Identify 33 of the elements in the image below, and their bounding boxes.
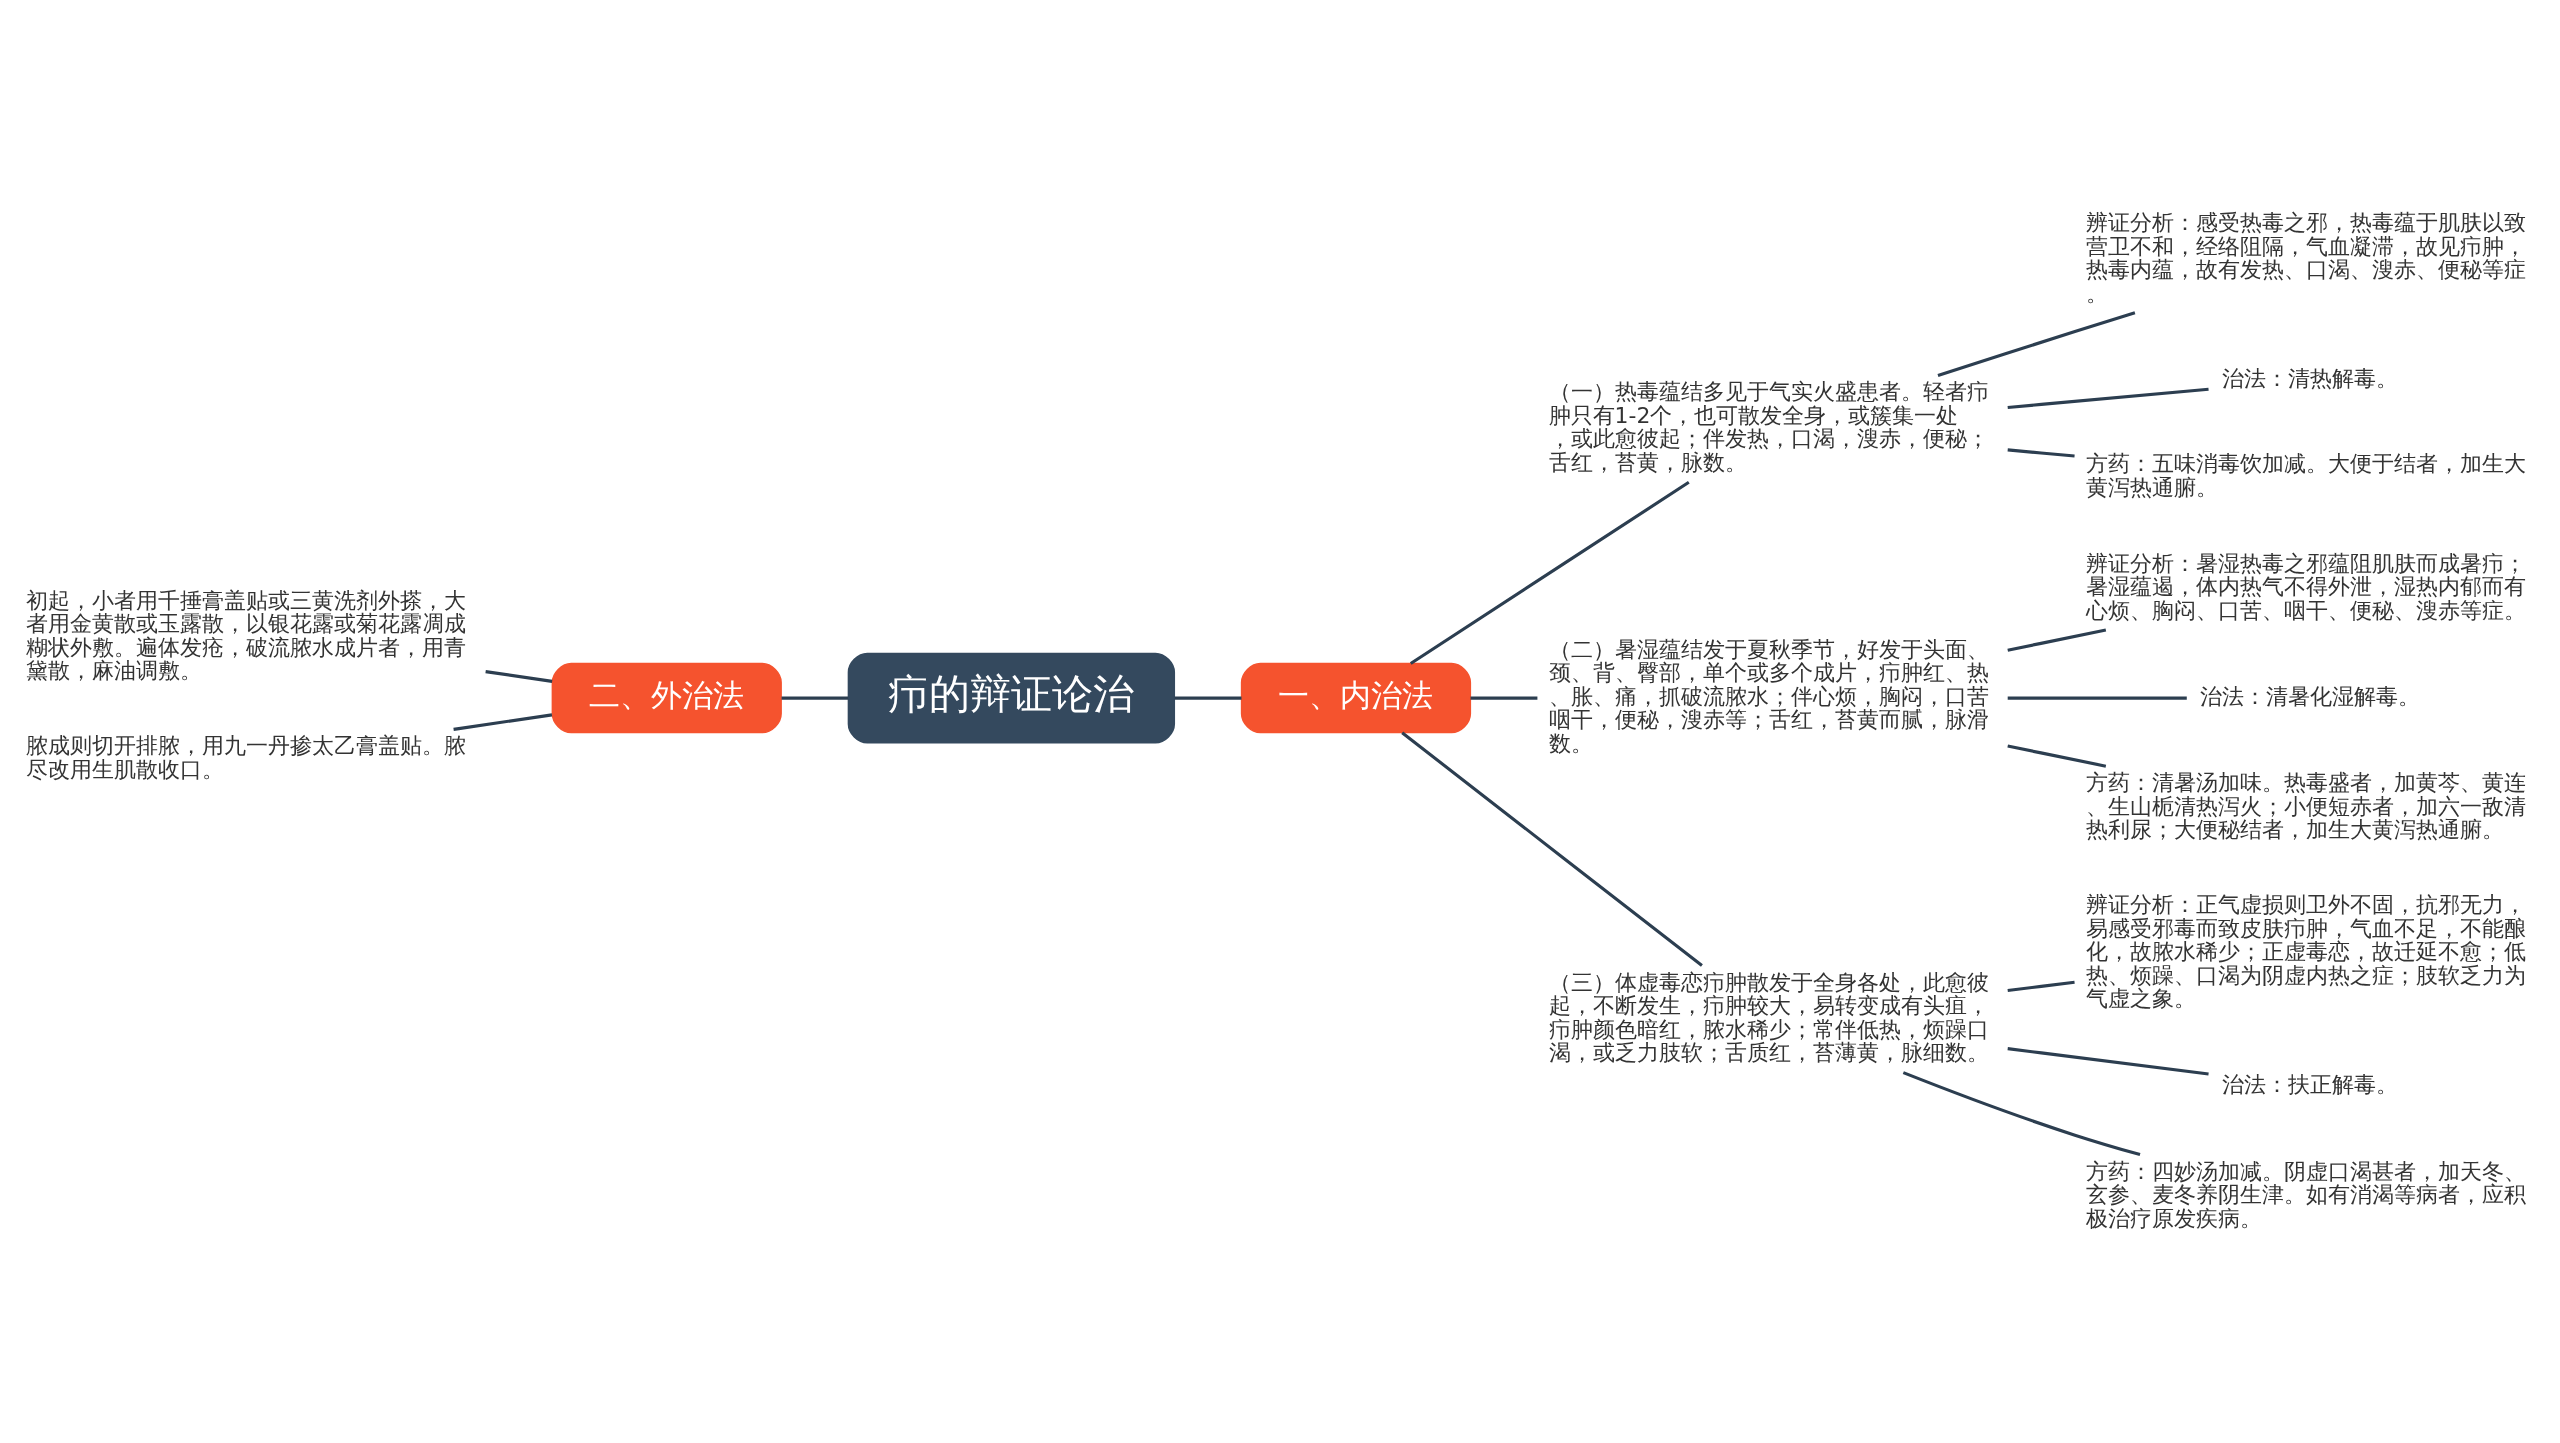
node-box: 二、外治法 <box>551 662 782 733</box>
node-text: 初起，小者用千捶膏盖贴或三黄洗剂外搽，大者用金黄散或玉露散，以银花露或菊花露凋成糊状外敷。遍体发疮，破流脓水成片者，用青黛散，麻油调敷。 <box>26 587 467 683</box>
connector <box>453 712 553 731</box>
connector <box>1409 480 1690 665</box>
connector <box>1937 310 2136 377</box>
node-text: （一）热毒蕴结多见于气实火盛患者。轻者疖肿只有1-2个，也可散发全身，或簇集一处，或此愈彼起；伴发热，口渴，溲赤，便秘；舌红，苔黄，脉数。 <box>1548 378 1989 475</box>
node-text: （三）体虚毒恋疖肿散发于全身各处，此愈彼起，不断发生，疖肿较大，易转变成有头疽，疖肿颜色暗红，脓水稀少；常伴低热，烦躁口渴，或乏力肢软；舌质红，苔薄黄，脉细数。 <box>1548 969 1989 1065</box>
connector <box>2007 387 2209 409</box>
node-text: 辨证分析：感受热毒之邪，热毒蕴于肌肤以致营卫不和，经络阻隔，气血凝滞，故见疖肿，热毒内蕴，故有发热、口渴、溲赤、便秘等症。 <box>2085 209 2526 306</box>
node-text: 脓成则切开排脓，用九一丹掺太乙膏盖贴。脓尽改用生肌散收口。 <box>26 732 467 782</box>
connector <box>485 669 553 683</box>
connector <box>781 696 849 700</box>
node-text: 辨证分析：正气虚损则卫外不固，抗邪无力，易感受邪毒而致皮肤疖肿，气血不足，不能酿化，故脓水稀少；正虚毒恋，故迁延不愈；低热、烦躁、口渴为阴虚内热之症；肢软乏力为气虚之象。 <box>2085 891 2526 1011</box>
node-box: 疖的辩证论治 <box>847 652 1176 744</box>
node-text: 治法：扶正解毒。 <box>2221 1071 2398 1097</box>
node-text: 方药：五味消毒饮加减。大便于结者，加生大黄泻热通腑。 <box>2085 450 2526 500</box>
connector <box>2007 1046 2209 1076</box>
node-box: 一、内治法 <box>1240 662 1472 733</box>
node-text: 辨证分析：暑湿热毒之邪蕴阻肌肤而成暑疖；暑湿蕴遏，体内热气不得外泄，湿热内郁而有心烦、胸闷、口苦、咽干、便秘、溲赤等症。 <box>2085 550 2526 623</box>
connector <box>2007 447 2075 458</box>
connector <box>1401 731 1703 967</box>
connector <box>2007 744 2107 768</box>
connector <box>1470 696 1538 700</box>
connector <box>2007 980 2075 992</box>
node-text: （二）暑湿蕴结发于夏秋季节，好发于头面、颈、背、臀部，单个或多个成片，疖肿红、热、胀、痛，抓破流脓水；伴心烦，胸闷，口苦咽干，便秘，溲赤等；舌红，苔黄而腻，脉滑数。 <box>1548 636 1989 756</box>
connector <box>1902 1070 2141 1156</box>
connector <box>1174 696 1242 700</box>
connector <box>2007 628 2107 652</box>
node-text: 治法：清暑化湿解毒。 <box>2199 683 2420 709</box>
node-text: 方药：四妙汤加减。阴虚口渴甚者，加天冬、玄参、麦冬养阴生津。如有消渴等病者，应积极治疗原发疾病。 <box>2085 1158 2526 1231</box>
node-text: 方药：清暑汤加味。热毒盛者，加黄芩、黄连、生山栀清热泻火；小便短赤者，加六一敌清热利尿；大便秘结者，加生大黄泻热通腑。 <box>2085 769 2526 842</box>
connector <box>2007 696 2187 700</box>
node-text: 治法：清热解毒。 <box>2221 365 2398 391</box>
